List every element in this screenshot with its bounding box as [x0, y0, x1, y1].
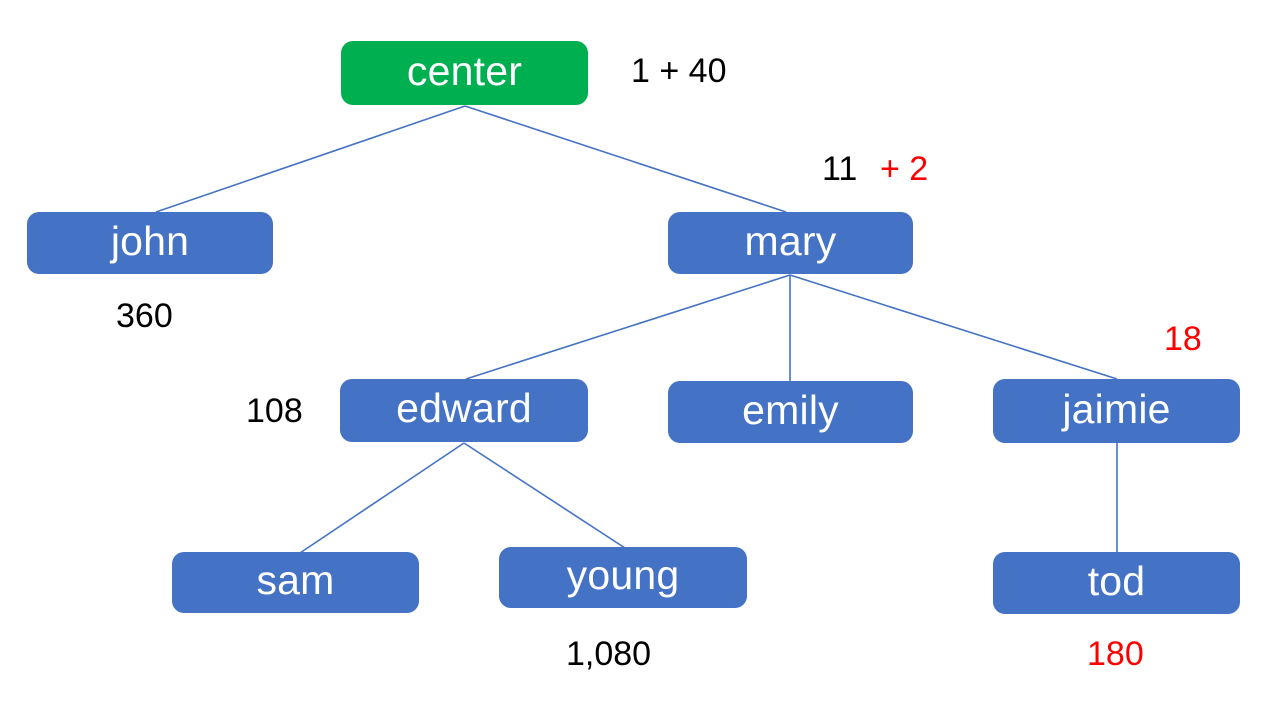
annotation-young-value: 1,080	[566, 635, 652, 673]
edge-mary-jaimie	[789, 274, 1118, 380]
annotation-john-value: 360	[116, 297, 173, 335]
node-edward[interactable]: edward	[340, 379, 588, 442]
node-mary-label: mary	[744, 217, 837, 264]
node-sam[interactable]: sam	[172, 552, 419, 613]
node-sam-label: sam	[256, 557, 335, 603]
node-young-label: young	[566, 552, 680, 598]
edge-center-mary	[464, 105, 787, 213]
node-john[interactable]: john	[27, 212, 273, 274]
edge-edward-sam	[299, 442, 465, 554]
annotation-edward-value: 108	[246, 392, 303, 430]
node-center-label: center	[406, 47, 523, 94]
annotation-jaimie-value: 18	[1164, 320, 1202, 358]
node-emily-label: emily	[742, 386, 839, 433]
annotation-mary-value-red: + 2	[880, 150, 929, 188]
node-jaimie-label: jaimie	[1062, 385, 1171, 432]
annotation-mary-value-black: 11	[822, 150, 858, 188]
node-jaimie[interactable]: jaimie	[993, 379, 1240, 443]
node-tod-label: tod	[1087, 557, 1146, 604]
node-tod[interactable]: tod	[993, 552, 1240, 614]
annotation-tod-value: 180	[1087, 635, 1144, 673]
node-young[interactable]: young	[499, 547, 747, 608]
node-center[interactable]: center	[341, 41, 588, 105]
node-mary[interactable]: mary	[668, 212, 913, 274]
node-edward-label: edward	[396, 385, 532, 431]
edge-edward-young	[463, 442, 626, 549]
node-john-label: john	[110, 217, 190, 264]
edge-center-john	[155, 105, 466, 213]
edge-mary-edward	[465, 274, 791, 380]
annotation-center-value: 1 + 40	[631, 52, 727, 90]
node-emily[interactable]: emily	[668, 381, 913, 443]
